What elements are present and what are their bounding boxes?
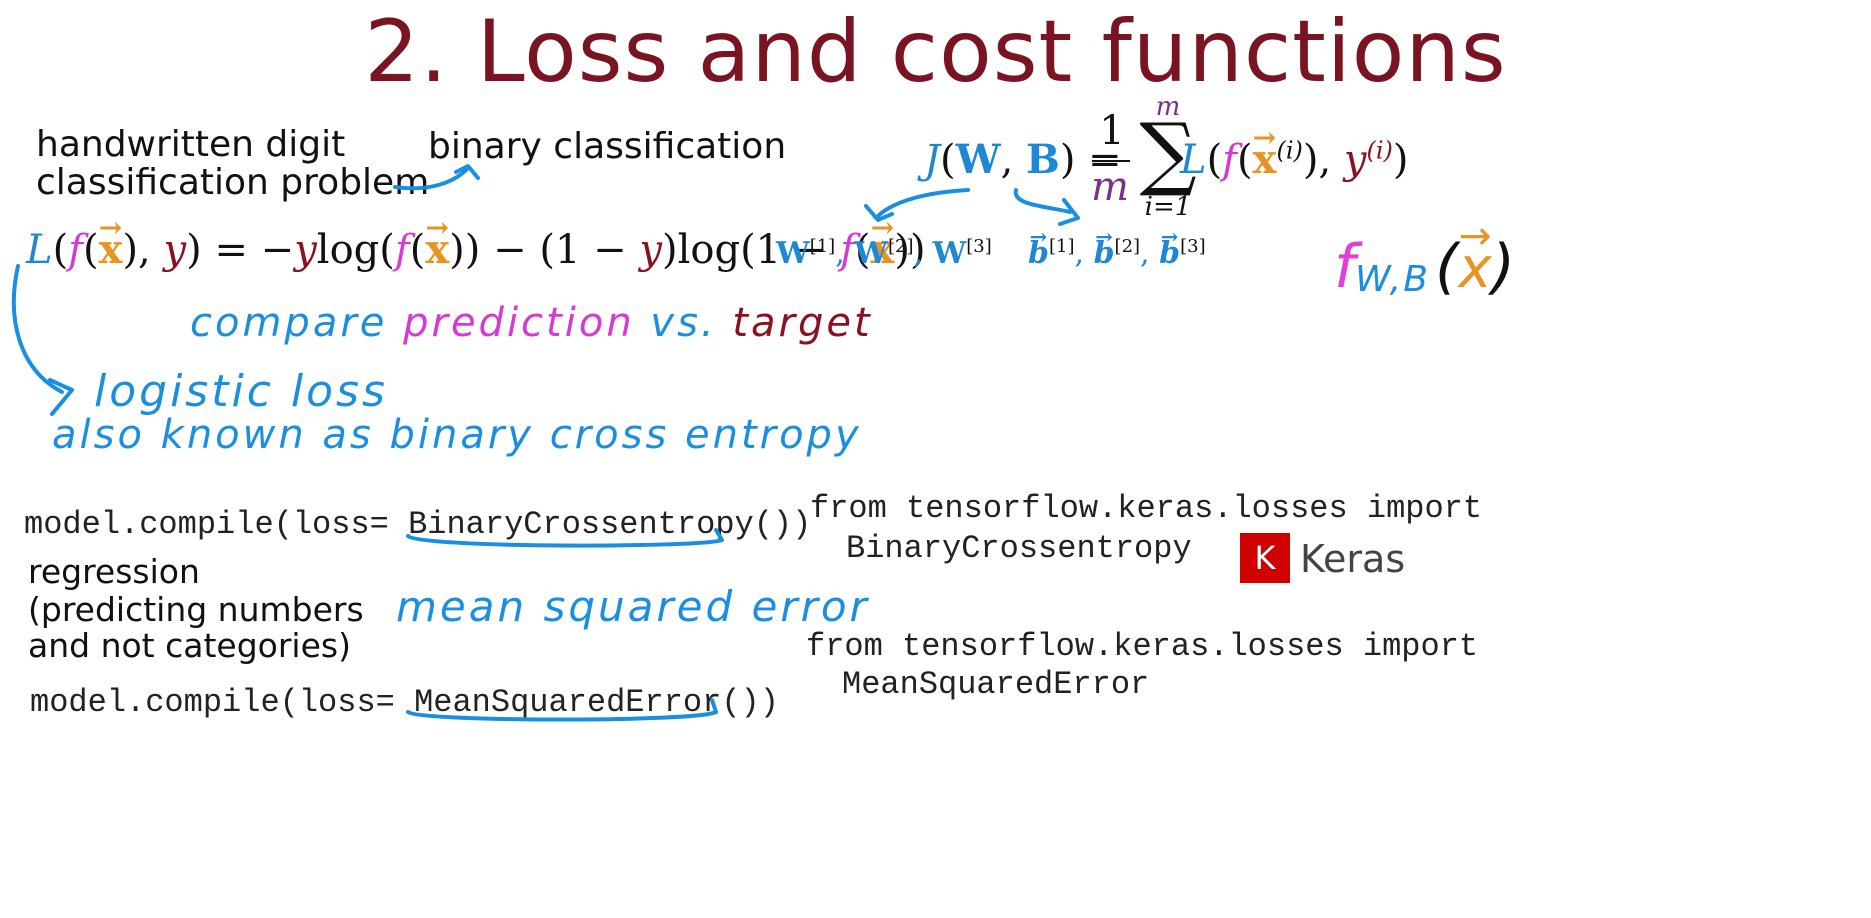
logistic-loss-formula: L(f(x), y) = −ylog(f(x)) − (1 − y)log(1 … [26,226,926,273]
bias-arrowhead [1058,198,1080,226]
compile-binary-code: model.compile(loss= BinaryCrossentropy()… [24,506,812,543]
mse-underline [406,698,718,722]
summation-symbol: ∑ [1139,106,1197,199]
compare-annotation: compare prediction vs. target [190,300,873,346]
import-binary-line1: from tensorflow.keras.losses import [810,490,1483,527]
binary-underline [406,528,724,548]
regression-label: regression [28,552,200,591]
model-function-fwb: fW,B (x) [1334,232,1515,302]
import-mse-line1: from tensorflow.keras.losses import [806,628,1479,665]
logistic-loss-annotation: logistic loss [94,366,388,417]
slide-title: 2. Loss and cost functions [364,2,1507,102]
bias-vectors: b[1], b[2], b[3] [1028,236,1206,271]
regression-desc-line2: and not categories) [28,626,351,665]
regression-desc-line1: (predicting numbers [28,590,364,629]
binary-cross-entropy-annotation: also known as binary cross entropy [52,412,862,458]
sum-lower-limit: i=1 [1144,192,1192,222]
weights-arrow [876,188,970,218]
weight-matrices: W[1], W[2], W[3] [776,236,992,271]
cost-fraction-denominator: m [1091,164,1129,210]
binary-classification-label: binary classification [428,126,787,167]
cost-fraction-numerator: 1 [1099,108,1125,154]
import-mse-line2: MeanSquaredError [842,666,1150,703]
weights-arrowhead [864,204,894,222]
keras-logo-icon: K [1240,533,1290,583]
fraction-bar [1092,160,1130,162]
problem-label-line1: handwritten digit [36,124,346,165]
classification-arrow [393,166,470,191]
mean-squared-error-annotation: mean squared error [396,582,870,631]
loss-arrow [11,264,64,394]
compile-mse-code: model.compile(loss= MeanSquaredError()) [30,684,779,721]
classification-arrowhead [454,164,480,180]
problem-label-line2: classification problem [36,162,430,203]
sum-upper-limit: m [1155,92,1181,122]
cost-function-rhs: L(f(x(i)), y(i)) [1180,136,1409,183]
bias-arrow [1013,188,1072,214]
import-binary-line2: BinaryCrossentropy [846,530,1192,567]
keras-logo-text: Keras [1300,537,1406,581]
loss-arrowhead [48,378,74,416]
